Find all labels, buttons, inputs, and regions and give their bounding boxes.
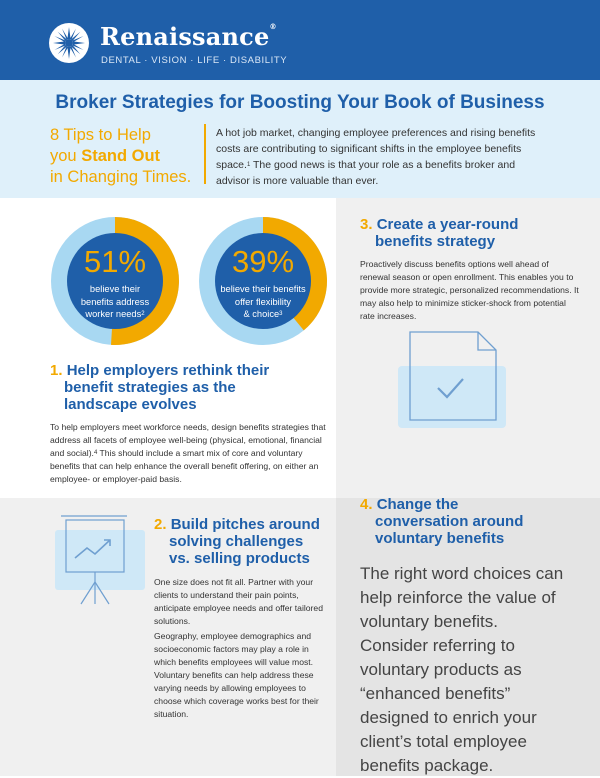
presentation-chart-icon [55,515,145,605]
brand-tagline: DENTAL · VISION · LIFE · DISABILITY [101,55,288,66]
stat-51: 51% believe their benefits address worke… [80,244,150,319]
stat-39: 39% believe their benefits offer flexibi… [220,244,306,319]
donut-center [215,233,311,329]
tip4-heading: 4. Change the conversation around volunt… [360,496,524,547]
divider-line [204,124,206,184]
title-band [0,80,600,198]
header-bar [0,0,600,80]
tip4-body: The right word choices can help reinforc… [360,564,564,775]
tip2-paragraph-1: One size does not fit all. Partner with … [154,577,323,626]
tip2-heading: 2. Build pitches around solving challeng… [154,516,320,567]
tip2-paragraph-2: Geography, employee demographics and soc… [154,631,319,719]
stat-donut-39 [199,217,327,345]
stat-donut-51 [51,217,179,345]
donut-center [67,233,163,329]
page-title: Broker Strategies for Boosting Your Book… [55,92,545,113]
tip1-body: To help employers meet workforce needs, … [50,422,326,484]
intro-paragraph: A hot job market, changing employee pref… [216,127,536,187]
tip3-body: Proactively discuss benefits options wel… [360,259,579,321]
document-check-icon [398,331,506,428]
panel-tip3 [336,198,600,498]
brand-name: Renaissance® [100,22,277,51]
sunburst-logo-icon [49,23,89,63]
tip3-heading: 3. Create a year-round benefits strategy [360,216,519,250]
panel-tip4 [336,498,600,776]
tip1-heading: 1. Help employers rethink their benefit … [50,362,270,413]
tips-callout: 8 Tips to Help you Stand Out in Changing… [50,126,192,186]
